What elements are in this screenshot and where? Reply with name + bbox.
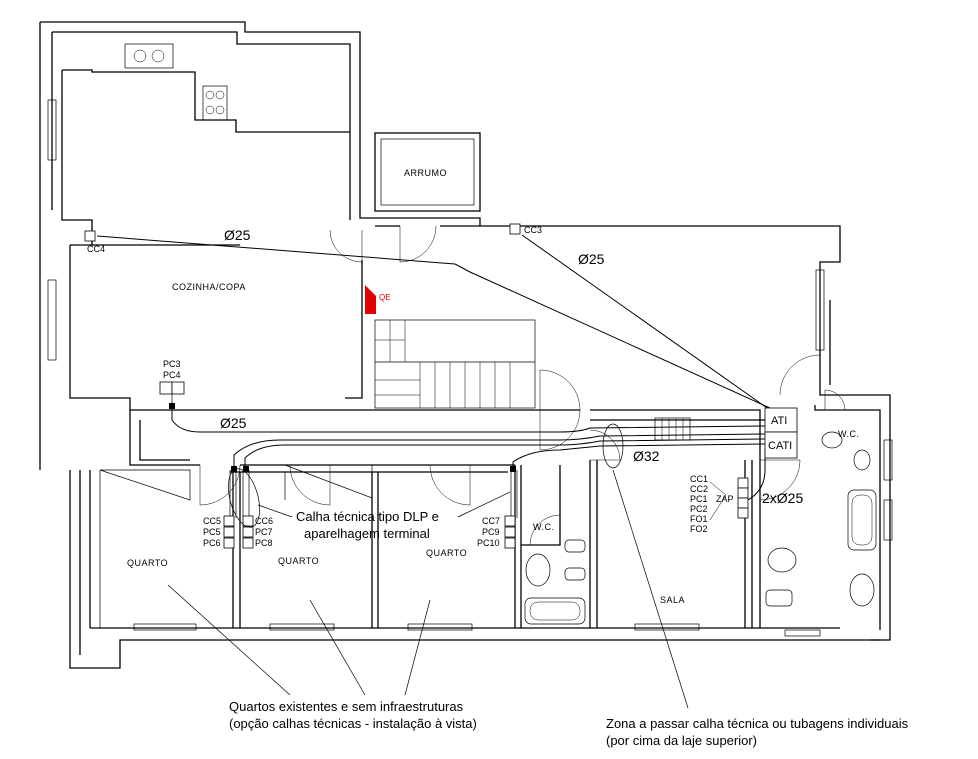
outlet-pc7-label: PC7 (255, 527, 273, 537)
outlet-pc4-label: PC4 (163, 370, 181, 380)
ati-box (764, 407, 798, 433)
outlet-pc6-label: PC6 (203, 538, 221, 548)
outlet-pc5-label: PC5 (203, 527, 221, 537)
diameter-label-5: 2xØ25 (762, 490, 803, 506)
outlet-cc2-label: CC2 (690, 484, 708, 494)
route-zap (747, 448, 766, 501)
outlet-pc2-label: PC2 (690, 504, 708, 514)
outlet-cc4-icon (84, 230, 96, 242)
room-sala-label: SALA (660, 595, 685, 605)
route-corridor-1 (233, 433, 766, 470)
outlet-pc4-icon (171, 381, 185, 395)
diameter-label-3: Ø25 (220, 415, 247, 431)
outlet-pc6-icon (223, 537, 235, 549)
outlet-cc7-label: CC7 (482, 516, 500, 526)
route-cc4-to-ati (454, 263, 771, 409)
zap-outlet-icon-2 (737, 487, 749, 499)
outlet-pc5-icon (223, 526, 235, 538)
walls (39, 21, 891, 669)
qe-label: QE (379, 293, 391, 302)
outlet-pc8-icon (242, 537, 254, 549)
qe-panel: QE (365, 285, 391, 314)
outlet-cc6-icon (242, 515, 254, 527)
diameter-label-1: Ø25 (224, 227, 251, 243)
qe-marker-icon (365, 285, 376, 314)
outlet-fo2-label: FO2 (690, 524, 708, 534)
outlet-pc1-label: PC1 (690, 494, 708, 504)
cable-routes (96, 234, 771, 518)
calha-note-line2: aparelhagem terminal (304, 526, 430, 541)
calha-note-line1: Calha técnica tipo DLP e (296, 509, 439, 524)
outlet-pc7-icon (242, 526, 254, 538)
outlet-cc4-label: CC4 (87, 244, 105, 254)
ati-label: ATI (771, 415, 787, 427)
outlet-cc6-label: CC6 (255, 516, 273, 526)
zap-outlet-icon-3 (737, 497, 749, 509)
room-wc1-label: W.C. (533, 522, 555, 532)
outlet-pc3-icon (159, 381, 173, 395)
cati-box (764, 431, 798, 459)
zona-note-line2: (por cima da laje superior) (606, 733, 757, 748)
windows (47, 43, 893, 637)
route-cc3 (521, 234, 771, 411)
outlet-pc10-label: PC10 (477, 538, 500, 548)
outlet-pc10-icon (504, 537, 516, 549)
outlet-pc8-label: PC8 (255, 538, 273, 548)
cati-label: CATI (768, 440, 792, 452)
zap-outlet-icon-1 (737, 477, 749, 489)
room-quarto1-label: QUARTO (127, 558, 168, 568)
outlet-cc3-label: CC3 (524, 225, 542, 235)
outlet-cc5-label: CC5 (203, 516, 221, 526)
room-cozinha-label: COZINHA/COPA (172, 282, 246, 292)
diameter-label-2: Ø25 (578, 251, 605, 267)
diameter-label-4: Ø32 (633, 448, 660, 464)
room-arrumo-label: ARRUMO (404, 168, 447, 178)
kitchen-fixtures (202, 85, 228, 121)
calha-highlight-ellipse (228, 468, 260, 528)
quartos-note-line1: Quartos existentes e sem infraestruturas (229, 699, 464, 714)
outlets: CC4 CC3 PC3 PC4 CC5 PC5 PC6 CC6 PC7 PC8 … (84, 223, 749, 549)
ati-cati: ATI CATI (764, 407, 798, 459)
route-cc4 (96, 235, 456, 265)
outlet-pc9-label: PC9 (482, 527, 500, 537)
room-quarto2-label: QUARTO (278, 556, 319, 566)
sanitary-fixtures (524, 431, 877, 625)
outlet-cc1-label: CC1 (690, 474, 708, 484)
outlet-fo1-label: FO1 (690, 514, 708, 524)
route-corridor-2 (244, 438, 766, 470)
route-pc3-pc4 (171, 407, 766, 433)
route-corridor-3 (512, 443, 766, 470)
staircase (374, 319, 691, 441)
annotations: Calha técnica tipo DLP e aparelhagem ter… (167, 423, 909, 748)
room-wc2-label: W.C. (838, 429, 860, 439)
diameter-labels: Ø25 Ø25 Ø25 Ø32 2xØ25 (220, 227, 803, 506)
zona-note-line1: Zona a passar calha técnica ou tubagens … (606, 716, 909, 731)
room-labels: ARRUMO COZINHA/COPA QUARTO QUARTO QUARTO… (127, 168, 860, 605)
outlet-cc7-icon (504, 515, 516, 527)
zap-outlet-icon-4 (737, 507, 749, 519)
zona-highlight-ellipse (602, 423, 624, 469)
outlet-pc3-label: PC3 (163, 359, 181, 369)
outlet-pc9-icon (504, 526, 516, 538)
quartos-note-line2: (opção calhas técnicas - instalação à vi… (229, 716, 477, 731)
room-quarto3-label: QUARTO (426, 548, 467, 558)
outlet-cc3-icon (509, 223, 521, 235)
outlet-cc5-icon (223, 515, 235, 527)
zap-label: ZAP (716, 494, 734, 504)
